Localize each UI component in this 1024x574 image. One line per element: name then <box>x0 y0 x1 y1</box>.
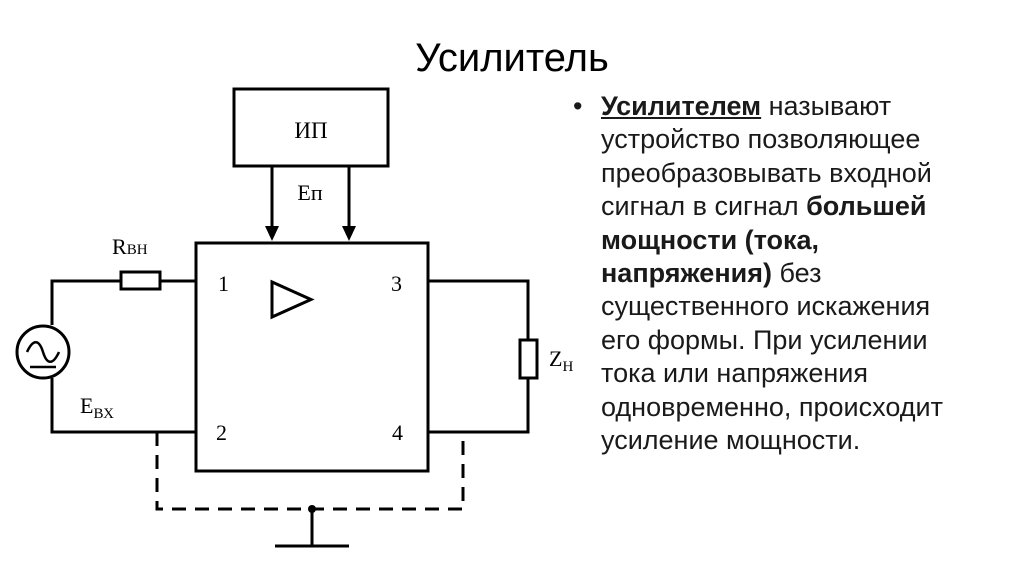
supply-arrowhead-left <box>265 226 279 241</box>
definition-segment: напряжения) <box>601 258 772 289</box>
definition-segment: существенного искажения <box>601 291 931 322</box>
definition-segment: преобразовывать входной <box>601 157 932 188</box>
terminal-2-label: 2 <box>216 420 227 445</box>
definition-line: тока или напряжения <box>601 357 1013 390</box>
definition-segment: усиление мощности. <box>601 425 861 456</box>
definition-line: одновременно, происходит <box>601 391 1013 424</box>
definition-line: Усилителем называют <box>601 90 1013 123</box>
amplifier-triangle-icon <box>270 279 315 320</box>
definition-segment: без <box>771 258 822 289</box>
definition-segment: тока или напряжения <box>601 358 868 389</box>
definition-segment: мощности (тока, <box>601 224 820 255</box>
terminal-1-label: 1 <box>218 271 229 296</box>
load-label: ZН <box>549 346 573 375</box>
definition-line: существенного искажения <box>601 290 1013 323</box>
definition-segment: называют <box>761 91 892 121</box>
definition-segment: большей <box>806 191 927 222</box>
slide-title: Усилитель <box>415 36 609 80</box>
output-wire-bottom <box>428 378 530 434</box>
common-dashed-wire <box>155 432 465 511</box>
definition-line: мощности (тока, <box>601 224 1013 257</box>
definition-line: его формы. При усилении <box>601 324 1013 357</box>
definition-segment: одновременно, происходит <box>601 391 943 422</box>
bullet-icon: • <box>573 91 583 121</box>
input-resistor-label: RВН <box>112 234 148 259</box>
power-block-label: ИП <box>294 118 327 143</box>
input-wire-left <box>50 279 121 325</box>
output-wire-top <box>428 279 530 340</box>
definition-line: устройство позволяющее <box>601 123 1013 156</box>
definition-line: преобразовывать входной <box>601 157 1013 190</box>
definition-line: усиление мощности. <box>601 424 1013 457</box>
terminal-3-label: 3 <box>391 271 402 296</box>
definition-segment: сигнал в сигнал <box>601 191 807 222</box>
sine-wave-icon <box>25 341 61 363</box>
load-impedance <box>518 338 539 380</box>
supply-label: Еп <box>297 180 322 205</box>
input-resistor <box>119 270 162 291</box>
power-supply-block <box>232 87 390 168</box>
definition-line: напряжения) без <box>601 257 1013 290</box>
input-wire-bottom <box>50 378 196 434</box>
definition-line: сигнал в сигнал большей <box>601 190 1013 223</box>
signal-source-icon <box>15 324 71 380</box>
supply-arrowhead-right <box>342 226 356 241</box>
source-label: EВХ <box>80 393 114 422</box>
definition-segment: Усилителем <box>601 91 762 121</box>
definition-segment: его формы. При усилении <box>601 324 928 355</box>
definition-segment: устройство позволяющее <box>601 124 921 155</box>
terminal-4-label: 4 <box>392 420 403 445</box>
amplifier-block <box>194 241 430 473</box>
